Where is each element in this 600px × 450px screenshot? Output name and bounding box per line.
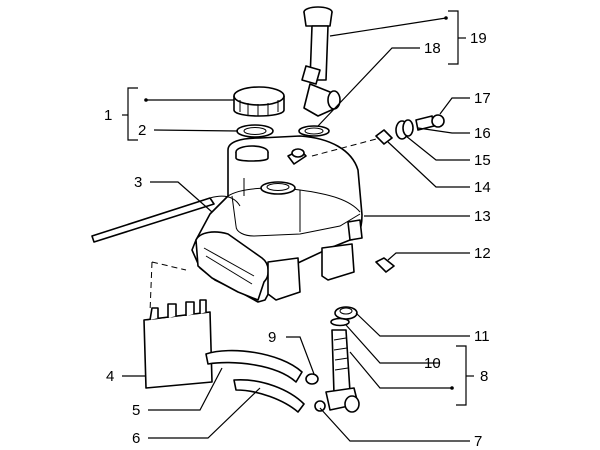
washer-stack — [395, 119, 414, 140]
hose-clip-upper — [305, 373, 319, 385]
callout-9: 9 — [268, 329, 276, 346]
callout-11: 11 — [474, 328, 490, 345]
hose-clip-lower — [314, 400, 326, 412]
filter-panel — [143, 261, 213, 389]
cap-seal — [236, 124, 274, 138]
callout-3: 3 — [134, 174, 142, 191]
fuel-tank — [191, 135, 363, 303]
breather-hose — [91, 197, 215, 243]
callout-2: 2 — [138, 122, 146, 139]
fuel-hose-lower — [233, 379, 305, 413]
callout-15: 15 — [474, 152, 491, 169]
callout-8: 8 — [480, 368, 488, 385]
callout-5: 5 — [132, 402, 140, 419]
spring-clip — [375, 257, 395, 273]
tap-nut — [334, 306, 358, 320]
callout-7: 7 — [474, 433, 482, 450]
callout-labels: 1 2 3 4 5 6 7 8 9 10 11 12 13 14 15 16 1… — [104, 30, 491, 450]
screw — [415, 114, 445, 131]
callout-13: 13 — [474, 208, 491, 225]
callout-18: 18 — [424, 40, 441, 57]
leader-lines — [122, 10, 474, 442]
callout-16: 16 — [474, 125, 491, 142]
callout-17: 17 — [474, 90, 491, 107]
grommet — [375, 129, 393, 145]
fuel-hose-upper — [205, 349, 303, 383]
fuel-sender-unit — [301, 6, 341, 117]
callout-6: 6 — [132, 430, 140, 447]
sender-seal — [298, 125, 330, 137]
filler-cap — [233, 86, 285, 117]
callout-12: 12 — [474, 245, 491, 262]
callout-10: 10 — [424, 355, 441, 372]
callout-4: 4 — [106, 368, 114, 385]
callout-1: 1 — [104, 107, 112, 124]
fuel-tap — [325, 329, 360, 413]
callout-14: 14 — [474, 179, 491, 196]
callout-19: 19 — [470, 30, 487, 47]
